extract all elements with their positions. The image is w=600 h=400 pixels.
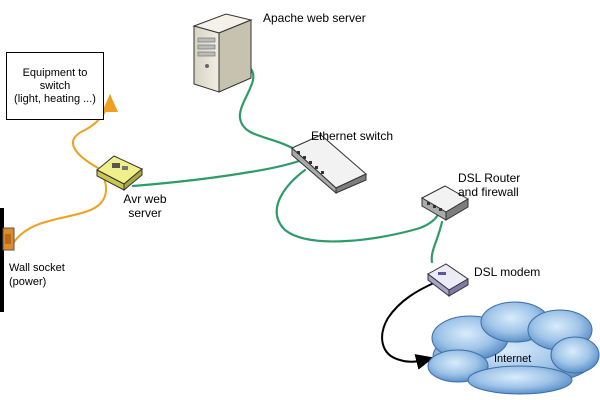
cable-avr-equipment	[72, 94, 118, 169]
internet-label: Internet	[494, 353, 532, 365]
equipment-label-line2: switch	[39, 79, 71, 92]
cable-switch-router	[275, 168, 444, 243]
ethernet-switch-label: Ethernet switch	[311, 129, 394, 143]
cloud-icon	[427, 301, 600, 395]
router-label-line2: and firewall	[458, 185, 519, 199]
cable-avr-switch	[131, 157, 307, 188]
network-cables	[131, 66, 444, 264]
modem-icon	[427, 263, 469, 298]
wall-socket-label: Wall socket (power)	[9, 261, 65, 289]
wall-label-line2: (power)	[9, 276, 47, 288]
cable-wall-avr	[13, 177, 107, 243]
wall-label-line1: Wall socket	[9, 262, 65, 274]
equipment-label-line1: Equipment to	[22, 66, 88, 79]
avr-server-label: Avr web server	[115, 192, 175, 220]
apache-server-label: Apache web server	[263, 11, 366, 25]
avr-board-icon	[96, 155, 143, 192]
wall-socket-icon	[0, 208, 15, 312]
cable-apache-switch	[238, 66, 298, 152]
modem-label: DSL modem	[474, 265, 541, 279]
ethernet-switch-icon	[291, 134, 367, 195]
avr-label-line1: Avr web	[123, 192, 167, 206]
cable-router-modem	[430, 220, 444, 264]
power-cables	[13, 94, 118, 243]
equipment-label-line3: (light, heating ...)	[14, 92, 96, 105]
server-tower-icon	[192, 13, 253, 93]
avr-label-line2: server	[128, 206, 162, 220]
router-icon	[420, 185, 469, 221]
router-label-line1: DSL Router	[458, 171, 521, 185]
cable-modem-internet	[381, 281, 437, 370]
router-label: DSL Router and firewall	[458, 171, 520, 199]
equipment-box: Equipment to switch (light, heating ...)	[6, 52, 104, 120]
